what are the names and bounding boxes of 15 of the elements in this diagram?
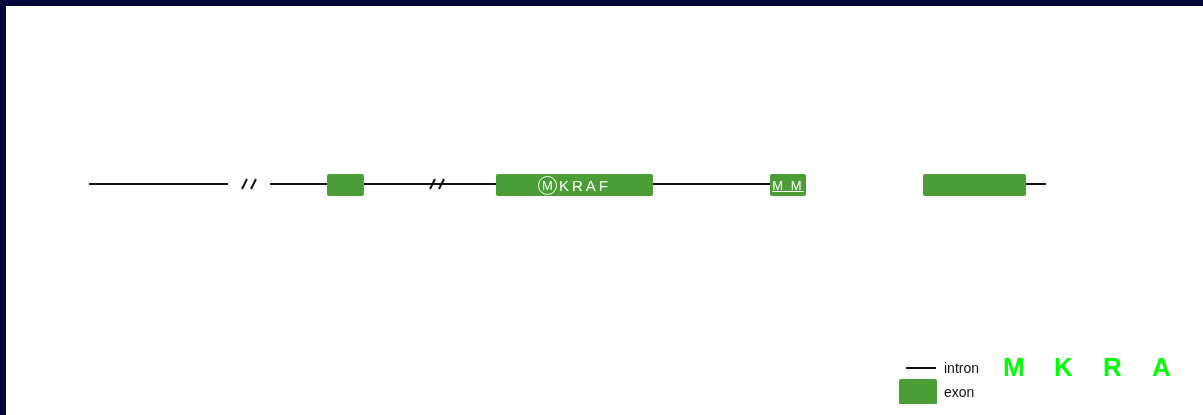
intron-line [652, 183, 771, 185]
amino-acid-letter: M [1003, 352, 1025, 383]
intron-line [88, 183, 328, 185]
exon-label: KRAF [559, 176, 611, 194]
legend-label: exon [944, 384, 975, 400]
amino-acid-letter: K [1054, 352, 1073, 383]
exon-box [327, 174, 364, 196]
amino-acid-letter: A [1152, 352, 1171, 383]
exon-label: M M [772, 177, 804, 193]
amino-acid-letter: R [1103, 352, 1122, 383]
exon-box [496, 174, 653, 196]
legend-label: intron [944, 360, 980, 376]
intron-line [1025, 183, 1047, 185]
exon-box [923, 174, 1026, 196]
intron-line [363, 183, 497, 185]
